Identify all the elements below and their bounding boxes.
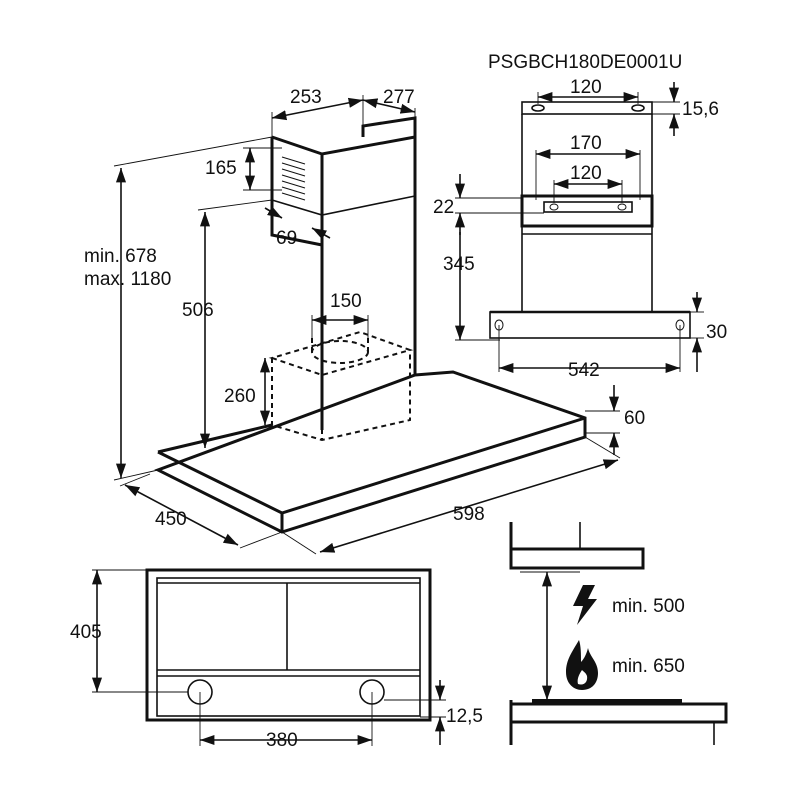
gas-clearance-label: min. 650 <box>612 656 685 677</box>
canopy <box>154 370 587 534</box>
dim-30-label: 30 <box>706 322 727 343</box>
dim-12-5-label: 12,5 <box>446 706 483 727</box>
chimney-vent-slots <box>281 156 306 201</box>
dim-170-label: 170 <box>570 133 602 154</box>
dim-min-height-label: min. 678 <box>84 246 157 267</box>
flame-icon <box>566 640 598 690</box>
dim-150-label: 150 <box>330 291 362 312</box>
dim-277-label: 277 <box>383 87 415 108</box>
clearance-view: min. 500 min. 650 <box>509 522 728 745</box>
dim-max-height-label: max. 1180 <box>84 269 171 290</box>
electric-clearance-label: min. 500 <box>612 596 685 617</box>
hood-bottom-view: 405 380 12,5 <box>70 568 483 751</box>
hood-isometric-view: 253 277 165 69 min. 678 max. 1180 506 15… <box>84 87 645 555</box>
dim-22-label: 22 <box>433 197 454 218</box>
dim-260-label: 260 <box>224 386 256 407</box>
dim-380-label: 380 <box>266 730 298 751</box>
model-code: PSGBCH180DE0001U <box>488 52 682 73</box>
dim-253-label: 253 <box>290 87 322 108</box>
lightning-icon <box>573 585 597 625</box>
dim-405-label: 405 <box>70 622 102 643</box>
dim-15-6-label: 15,6 <box>682 99 719 120</box>
dim-598-label: 598 <box>453 504 485 525</box>
dim-60-label: 60 <box>624 408 645 429</box>
dim-506-label: 506 <box>182 300 214 321</box>
chimney <box>270 116 417 430</box>
motor-box-hidden <box>268 330 414 442</box>
dim-345-label: 345 <box>443 254 475 275</box>
dim-120-top-label: 120 <box>570 77 602 98</box>
dim-69-label: 69 <box>276 228 297 249</box>
dim-120-mid-label: 120 <box>570 163 602 184</box>
wall-bracket-view: PSGBCH180DE0001U 120 15,6 170 120 <box>433 52 727 381</box>
dim-542-label: 542 <box>568 360 600 381</box>
dim-165-label: 165 <box>205 158 237 179</box>
dim-450-label: 450 <box>155 509 187 530</box>
